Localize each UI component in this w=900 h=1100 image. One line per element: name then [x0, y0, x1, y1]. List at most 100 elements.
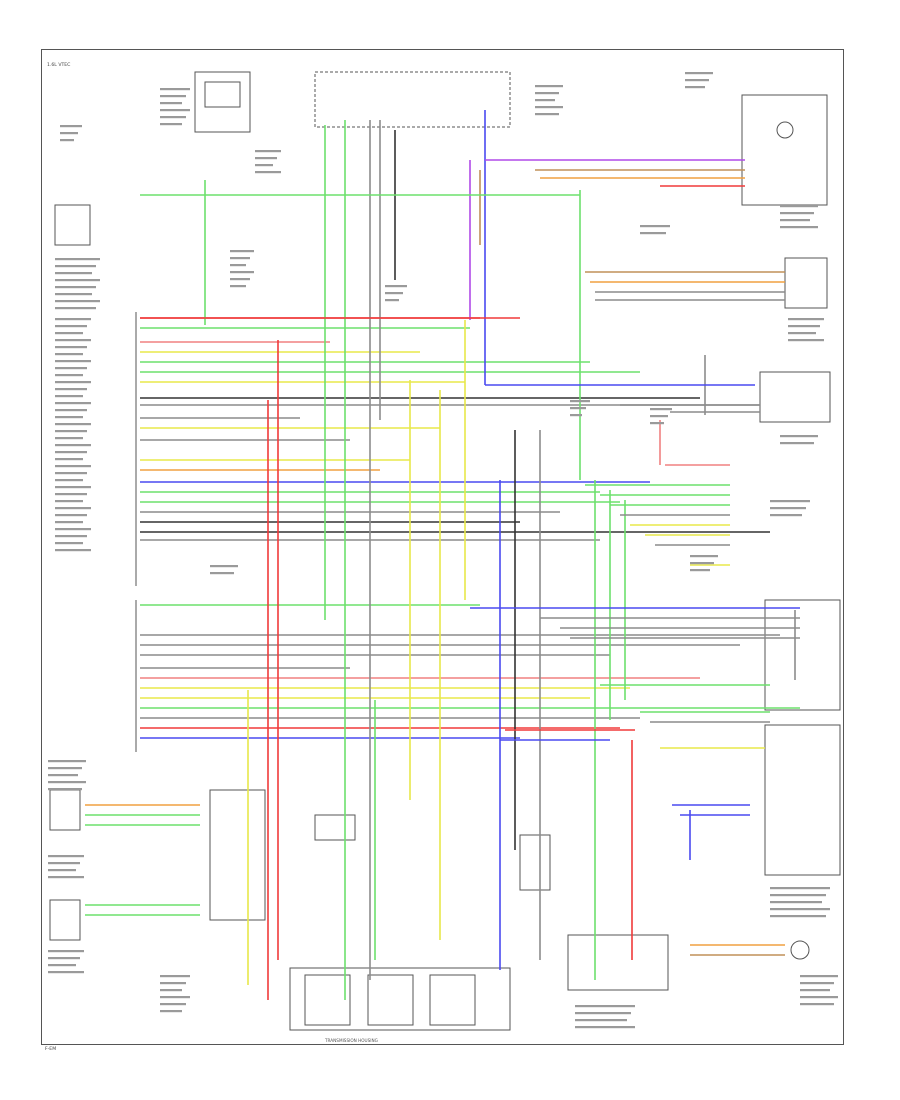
- transmission-housing-label: TRANSMISSION HOUSING: [324, 1038, 378, 1043]
- label-mark: [230, 271, 254, 274]
- label-mark: [48, 971, 84, 974]
- label-mark: [780, 435, 818, 438]
- label-mark: [48, 957, 80, 960]
- label-mark: [575, 1005, 635, 1008]
- label-mark: [770, 500, 810, 503]
- label-mark: [55, 339, 91, 342]
- label-mark: [55, 500, 83, 503]
- label-mark: [55, 307, 96, 310]
- label-mark: [48, 767, 82, 770]
- label-mark: [650, 408, 672, 411]
- label-mark: [535, 92, 559, 95]
- label-mark: [48, 869, 76, 872]
- label-mark: [55, 423, 91, 426]
- label-mark: [55, 409, 87, 412]
- corner-label-top: 1.6L VTEC: [47, 62, 70, 68]
- corner-label-bottom: F-EM: [45, 1046, 56, 1052]
- label-mark: [55, 388, 87, 391]
- label-mark: [210, 565, 238, 568]
- label-mark: [55, 472, 87, 475]
- label-mark: [770, 901, 822, 904]
- label-mark: [788, 318, 824, 321]
- label-mark: [770, 915, 826, 918]
- label-mark: [60, 139, 74, 142]
- label-mark: [160, 989, 182, 992]
- label-mark: [690, 555, 718, 558]
- label-mark: [160, 1010, 182, 1013]
- label-mark: [570, 414, 582, 417]
- label-mark: [55, 318, 91, 321]
- label-mark: [55, 332, 83, 335]
- label-mark: [385, 292, 403, 295]
- label-mark: [650, 422, 664, 425]
- label-mark: [255, 150, 281, 153]
- label-mark: [55, 542, 83, 545]
- diagram-frame: [41, 49, 844, 1045]
- label-mark: [650, 415, 668, 418]
- label-mark: [780, 442, 814, 445]
- component-labels: [48, 72, 838, 1029]
- label-mark: [55, 272, 92, 275]
- label-mark: [800, 989, 830, 992]
- label-mark: [800, 982, 834, 985]
- label-mark: [55, 395, 83, 398]
- label-mark: [48, 964, 76, 967]
- label-mark: [60, 125, 82, 128]
- label-mark: [255, 164, 273, 167]
- label-mark: [535, 99, 555, 102]
- label-mark: [55, 286, 96, 289]
- label-mark: [55, 300, 100, 303]
- label-mark: [48, 876, 84, 879]
- wires: [85, 110, 800, 1000]
- label-mark: [770, 908, 830, 911]
- label-mark: [535, 106, 563, 109]
- label-mark: [48, 950, 84, 953]
- label-mark: [48, 855, 84, 858]
- label-mark: [770, 514, 802, 517]
- label-mark: [385, 285, 407, 288]
- label-mark: [160, 95, 186, 98]
- label-mark: [55, 437, 83, 440]
- label-mark: [685, 72, 713, 75]
- label-mark: [575, 1026, 635, 1029]
- label-mark: [55, 451, 87, 454]
- label-mark: [55, 402, 91, 405]
- label-mark: [535, 113, 559, 116]
- label-mark: [800, 1003, 834, 1006]
- label-mark: [230, 278, 250, 281]
- label-mark: [48, 862, 80, 865]
- label-mark: [255, 171, 281, 174]
- label-mark: [160, 123, 182, 126]
- label-mark: [55, 416, 83, 419]
- label-mark: [55, 346, 87, 349]
- label-mark: [788, 332, 816, 335]
- label-mark: [55, 360, 91, 363]
- label-mark: [780, 205, 818, 208]
- label-mark: [48, 774, 78, 777]
- label-mark: [55, 293, 92, 296]
- label-mark: [48, 788, 82, 791]
- label-mark: [55, 514, 87, 517]
- label-mark: [55, 381, 91, 384]
- label-mark: [55, 279, 100, 282]
- label-mark: [160, 996, 190, 999]
- label-mark: [48, 760, 86, 763]
- label-mark: [685, 79, 709, 82]
- label-mark: [55, 325, 87, 328]
- label-mark: [230, 264, 246, 267]
- label-mark: [55, 465, 91, 468]
- label-mark: [55, 353, 83, 356]
- label-mark: [230, 257, 250, 260]
- label-mark: [160, 982, 186, 985]
- label-mark: [690, 562, 714, 565]
- label-mark: [55, 535, 87, 538]
- label-mark: [55, 549, 91, 552]
- label-mark: [55, 507, 91, 510]
- label-mark: [800, 996, 838, 999]
- label-mark: [575, 1019, 627, 1022]
- label-mark: [570, 407, 586, 410]
- label-mark: [230, 285, 246, 288]
- label-mark: [55, 258, 100, 261]
- label-mark: [60, 132, 78, 135]
